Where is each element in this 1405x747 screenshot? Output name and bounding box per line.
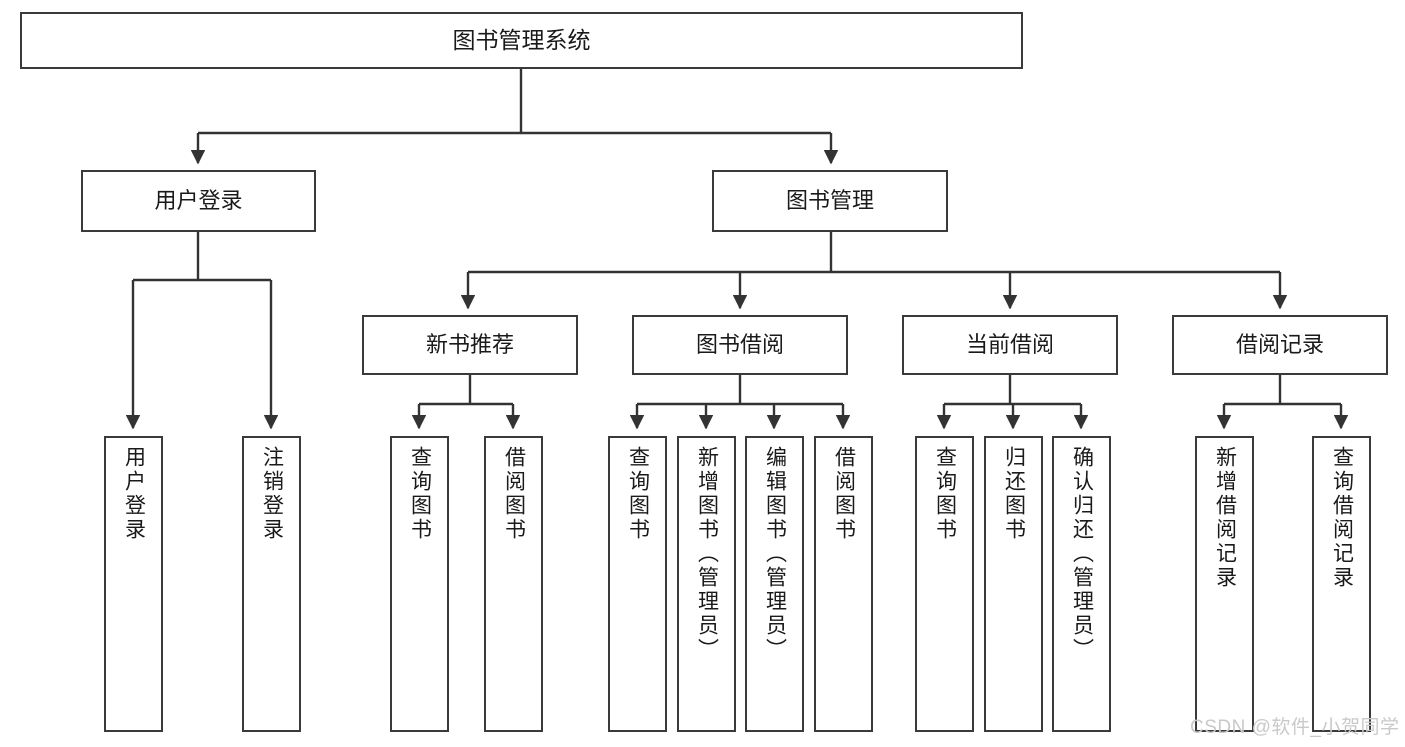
leaf-records-add-record-label: 新增借阅记录 xyxy=(1213,446,1237,590)
leaf-records-add-record[interactable]: 新增借阅记录 xyxy=(1195,436,1254,732)
leaf-records-query-record-label: 查询借阅记录 xyxy=(1330,446,1354,590)
leaf-current-return-book-label: 归还图书 xyxy=(1002,446,1026,542)
leaf-current-return-book[interactable]: 归还图书 xyxy=(984,436,1043,732)
leaf-current-confirm-return[interactable]: 确认归还（管理员） xyxy=(1052,436,1111,732)
node-user-login[interactable]: 用户登录 xyxy=(81,170,316,232)
leaf-newbook-borrow-book-label: 借阅图书 xyxy=(502,446,526,542)
node-new-book-recommend[interactable]: 新书推荐 xyxy=(362,315,578,375)
leaf-borrow-add-book-label: 新增图书（管理员） xyxy=(695,446,719,662)
leaf-borrow-borrow-book[interactable]: 借阅图书 xyxy=(814,436,873,732)
leaf-newbook-borrow-book[interactable]: 借阅图书 xyxy=(484,436,543,732)
leaf-borrow-add-book[interactable]: 新增图书（管理员） xyxy=(677,436,736,732)
leaf-borrow-borrow-book-label: 借阅图书 xyxy=(832,446,856,542)
node-borrow-records-label: 借阅记录 xyxy=(1235,331,1324,357)
csdn-watermark: CSDN @软件_小贺同学 xyxy=(1190,717,1400,738)
node-book-management-label: 图书管理 xyxy=(785,187,874,213)
leaf-records-query-record[interactable]: 查询借阅记录 xyxy=(1312,436,1371,732)
leaf-current-confirm-return-label: 确认归还（管理员） xyxy=(1070,446,1094,662)
node-book-borrow[interactable]: 图书借阅 xyxy=(632,315,848,375)
leaf-borrow-edit-book-label: 编辑图书（管理员） xyxy=(763,446,787,662)
node-new-book-recommend-label: 新书推荐 xyxy=(425,331,514,357)
leaf-user-login[interactable]: 用户登录 xyxy=(104,436,163,732)
leaf-newbook-query-book[interactable]: 查询图书 xyxy=(390,436,449,732)
leaf-borrow-query-book-label: 查询图书 xyxy=(626,446,650,542)
leaf-newbook-query-book-label: 查询图书 xyxy=(408,446,432,542)
leaf-borrow-edit-book[interactable]: 编辑图书（管理员） xyxy=(745,436,804,732)
leaf-borrow-query-book[interactable]: 查询图书 xyxy=(608,436,667,732)
node-root[interactable]: 图书管理系统 xyxy=(20,12,1023,69)
node-current-borrow[interactable]: 当前借阅 xyxy=(902,315,1118,375)
node-borrow-records[interactable]: 借阅记录 xyxy=(1172,315,1388,375)
node-current-borrow-label: 当前借阅 xyxy=(965,331,1054,357)
leaf-logout-label: 注销登录 xyxy=(260,446,284,542)
node-book-borrow-label: 图书借阅 xyxy=(695,331,784,357)
leaf-user-login-label: 用户登录 xyxy=(122,446,146,542)
leaf-logout[interactable]: 注销登录 xyxy=(242,436,301,732)
leaf-current-query-book-label: 查询图书 xyxy=(933,446,957,542)
node-user-login-label: 用户登录 xyxy=(154,187,243,213)
node-root-label: 图书管理系统 xyxy=(452,26,591,53)
node-book-management[interactable]: 图书管理 xyxy=(712,170,948,232)
leaf-current-query-book[interactable]: 查询图书 xyxy=(915,436,974,732)
